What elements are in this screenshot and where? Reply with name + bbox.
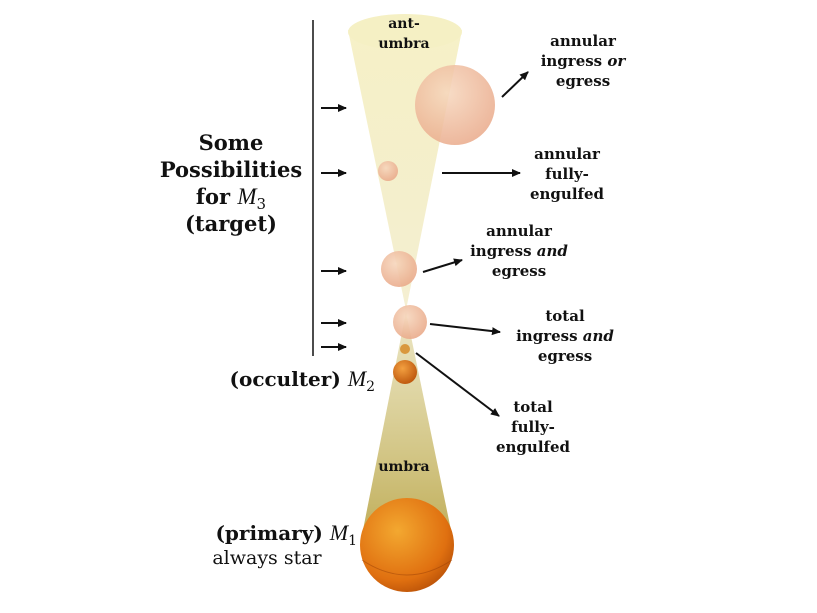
case3-line2b: and bbox=[537, 242, 569, 260]
case4-line2a: ingress bbox=[516, 327, 583, 345]
primary-star-sphere bbox=[360, 498, 454, 592]
primary-star-equator bbox=[361, 559, 453, 576]
occulter-label-sub: 2 bbox=[366, 379, 375, 395]
side-label-var: M bbox=[236, 184, 258, 209]
primary-label-line2: always star bbox=[212, 547, 322, 569]
occulter-label-prefix: (occulter) bbox=[230, 367, 348, 391]
case5-line3: engulfed bbox=[496, 438, 571, 456]
antumbra-label-line2: umbra bbox=[378, 36, 429, 52]
case3-line2: ingress and bbox=[470, 242, 568, 260]
umbra-cone bbox=[362, 312, 452, 535]
case1-line3: egress bbox=[556, 72, 610, 90]
case-label-annular-ingress-and-egress: annular ingress and egress bbox=[470, 222, 568, 280]
case-label-total-fully-engulfed: total fully- engulfed bbox=[496, 398, 571, 456]
side-label-sub: 3 bbox=[257, 195, 267, 213]
target-sphere-annular-crossing bbox=[381, 251, 417, 287]
occulter-label: (occulter) M2 bbox=[230, 366, 375, 395]
case-label-total-ingress-and-egress: total ingress and egress bbox=[516, 307, 614, 365]
case4-line2b: and bbox=[583, 327, 615, 345]
case-arrow-5 bbox=[415, 352, 500, 417]
case3-line2a: ingress bbox=[470, 242, 537, 260]
case1-line1: annular bbox=[550, 32, 617, 50]
primary-label: (primary) M1 bbox=[215, 520, 357, 549]
case4-line1: total bbox=[545, 307, 585, 325]
case3-line1: annular bbox=[486, 222, 553, 240]
target-sphere-annular-engulfed bbox=[378, 161, 398, 181]
case3-line3: egress bbox=[492, 262, 546, 280]
case2-line1: annular bbox=[534, 145, 601, 163]
umbra-label: umbra bbox=[378, 459, 429, 475]
case5-line2: fully- bbox=[511, 418, 555, 436]
case4-line2: ingress and bbox=[516, 327, 614, 345]
case-label-annular-fully-engulfed: annular fully- engulfed bbox=[530, 145, 605, 203]
antumbra-label-line1: ant- bbox=[388, 16, 420, 32]
case1-line2a: ingress bbox=[541, 52, 608, 70]
side-label-line2: Possibilities bbox=[160, 157, 302, 182]
case1-line2b: or bbox=[607, 52, 626, 70]
occulter-label-var: M bbox=[347, 366, 368, 391]
side-label-for: for bbox=[196, 184, 237, 209]
case-arrow-1 bbox=[501, 71, 529, 98]
case1-line2: ingress or bbox=[541, 52, 627, 70]
target-sphere-annular-partial bbox=[415, 65, 495, 145]
side-label-line3: for M3 bbox=[196, 184, 266, 213]
primary-label-var: M bbox=[329, 520, 350, 545]
case2-line3: engulfed bbox=[530, 185, 605, 203]
target-sphere-total-crossing bbox=[393, 305, 427, 339]
occulter-sphere bbox=[393, 360, 417, 384]
primary-label-prefix: (primary) bbox=[215, 521, 329, 545]
case-arrow-4 bbox=[429, 323, 501, 336]
case-label-annular-ingress-or-egress: annular ingress or egress bbox=[541, 32, 627, 90]
antumbra-cap bbox=[348, 14, 462, 50]
target-sphere-total-engulfed bbox=[400, 344, 410, 354]
side-label-line4: (target) bbox=[185, 211, 277, 236]
case4-line3: egress bbox=[538, 347, 592, 365]
case-arrow-3 bbox=[422, 258, 463, 273]
case5-line1: total bbox=[513, 398, 553, 416]
primary-label-sub: 1 bbox=[348, 533, 357, 549]
side-label-line1: Some bbox=[199, 130, 264, 155]
case2-line2: fully- bbox=[545, 165, 589, 183]
